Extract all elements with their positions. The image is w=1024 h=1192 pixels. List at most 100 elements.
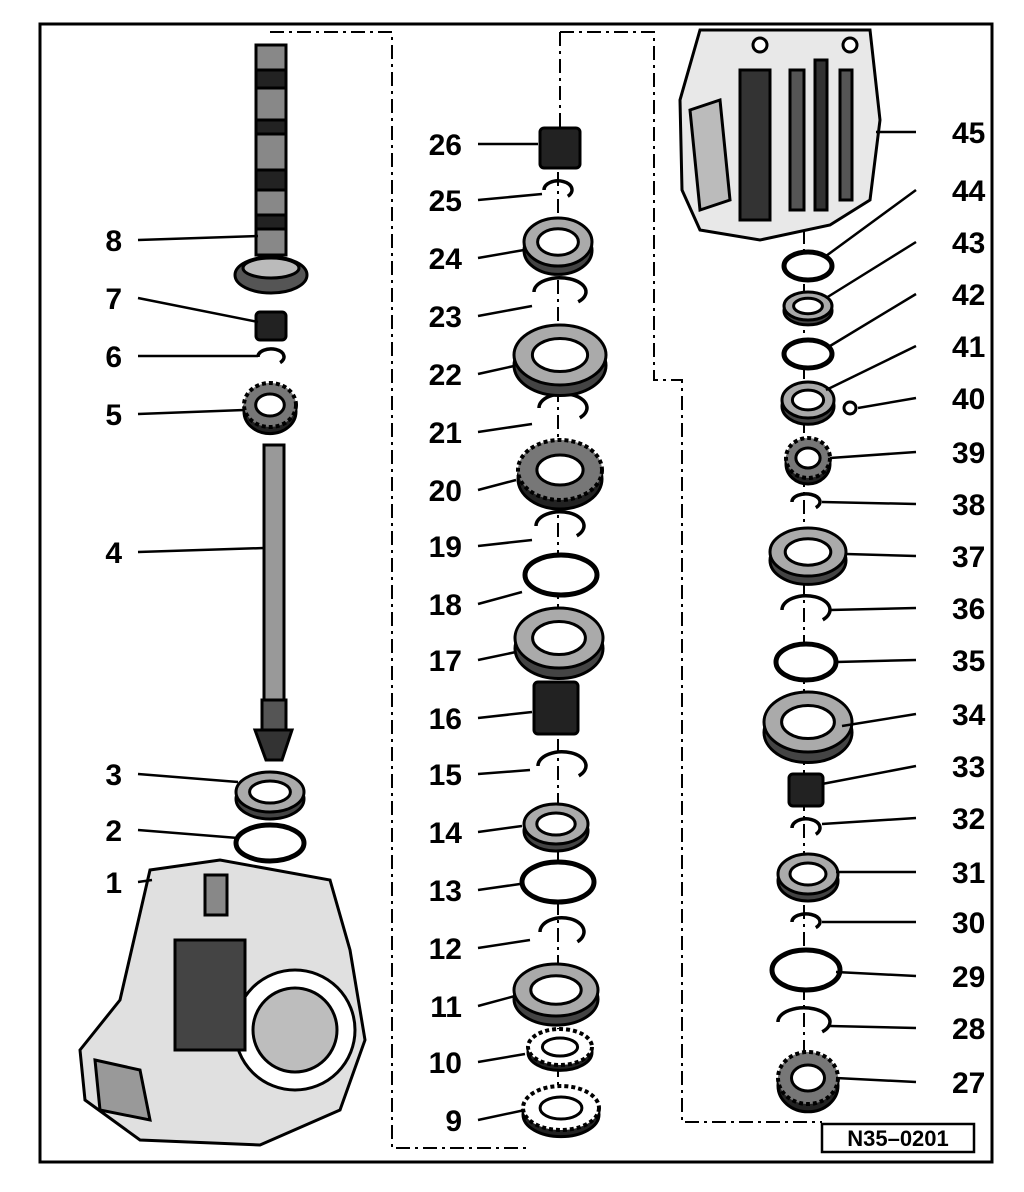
callout-5: 5 — [105, 399, 122, 432]
part-41 — [780, 380, 836, 426]
leader-7 — [137, 296, 259, 324]
callout-10: 10 — [429, 1047, 462, 1080]
leader-35 — [835, 658, 917, 664]
part-35 — [773, 641, 839, 683]
callout-18: 18 — [429, 589, 462, 622]
callout-33: 33 — [952, 751, 985, 784]
part-13 — [519, 859, 597, 905]
part-28 — [776, 1006, 832, 1034]
callout-12: 12 — [429, 933, 462, 966]
callout-39: 39 — [952, 437, 985, 470]
callout-19: 19 — [429, 531, 462, 564]
callout-20: 20 — [429, 475, 462, 508]
leader-21 — [477, 422, 533, 434]
callout-27: 27 — [952, 1067, 985, 1100]
part-32 — [790, 817, 822, 836]
callout-9: 9 — [445, 1105, 462, 1138]
callout-2: 2 — [105, 815, 122, 848]
leader-24 — [477, 248, 525, 260]
leader-29 — [835, 970, 917, 978]
leader-39 — [829, 450, 917, 460]
callout-17: 17 — [429, 645, 462, 678]
shaft-4 — [252, 443, 295, 762]
callout-45: 45 — [952, 117, 985, 150]
gearbox-housing-1 — [78, 858, 367, 1147]
part-16 — [532, 680, 580, 736]
part-3 — [234, 770, 306, 821]
callout-6: 6 — [105, 341, 122, 374]
leader-38 — [821, 500, 917, 506]
part-26 — [538, 126, 582, 170]
callout-34: 34 — [952, 699, 986, 732]
part-33 — [787, 772, 825, 808]
leader-3 — [137, 772, 239, 784]
leader-8 — [137, 234, 259, 242]
part-40 — [842, 400, 858, 416]
part-12 — [538, 916, 586, 944]
part-22 — [512, 323, 608, 397]
callout-40: 40 — [952, 383, 985, 416]
callout-24: 24 — [429, 243, 463, 276]
leader-2 — [137, 828, 239, 840]
part-18 — [522, 552, 600, 598]
callout-4: 4 — [105, 537, 122, 570]
leader-5 — [137, 408, 245, 416]
callout-32: 32 — [952, 803, 985, 836]
callout-16: 16 — [429, 703, 462, 736]
leader-27 — [835, 1076, 917, 1084]
callout-25: 25 — [429, 185, 462, 218]
part-37 — [768, 526, 848, 586]
part-31 — [776, 852, 840, 903]
callout-8: 8 — [105, 225, 122, 258]
callout-31: 31 — [952, 857, 985, 890]
leader-34 — [841, 712, 917, 728]
part-36 — [780, 594, 832, 622]
leader-22 — [477, 364, 515, 376]
part-6 — [256, 347, 286, 365]
leader-42 — [829, 292, 917, 348]
callout-15: 15 — [429, 759, 462, 792]
leader-9 — [477, 1108, 526, 1122]
callout-1: 1 — [105, 867, 122, 900]
part-43 — [782, 290, 834, 327]
part-17 — [513, 606, 605, 680]
leader-15 — [477, 768, 531, 776]
callout-43: 43 — [952, 227, 985, 260]
callout-13: 13 — [429, 875, 462, 908]
leader-16 — [477, 710, 533, 720]
leader-33 — [821, 764, 917, 786]
input-shaft-8 — [233, 43, 309, 295]
callout-23: 23 — [429, 301, 462, 334]
leader-19 — [477, 538, 533, 548]
labels-layer: 1234567891011121314151617181920212223242… — [105, 117, 985, 1138]
part-10 — [526, 1027, 594, 1072]
leader-41 — [825, 344, 917, 392]
callout-28: 28 — [952, 1013, 985, 1046]
part-23 — [532, 276, 588, 304]
gearbox-housing-45 — [678, 28, 882, 242]
leader-37 — [845, 552, 917, 558]
callout-11: 11 — [430, 991, 462, 1024]
callout-42: 42 — [952, 279, 985, 312]
leader-40 — [857, 396, 917, 410]
callout-14: 14 — [429, 817, 463, 850]
leader-4 — [137, 546, 265, 554]
part-7 — [254, 310, 288, 342]
part-42 — [781, 337, 835, 371]
leader-28 — [829, 1024, 917, 1030]
part-19 — [534, 510, 586, 538]
callout-7: 7 — [105, 283, 122, 316]
callout-41: 41 — [952, 331, 985, 364]
leader-12 — [477, 938, 531, 950]
part-15 — [536, 750, 588, 778]
leader-11 — [477, 994, 516, 1008]
leader-13 — [477, 882, 521, 892]
part-14 — [522, 802, 590, 853]
leader-32 — [821, 816, 917, 826]
part-5 — [242, 381, 298, 436]
leader-14 — [477, 824, 523, 834]
leader-25 — [477, 192, 543, 202]
callout-26: 26 — [429, 129, 462, 162]
callout-37: 37 — [952, 541, 985, 574]
